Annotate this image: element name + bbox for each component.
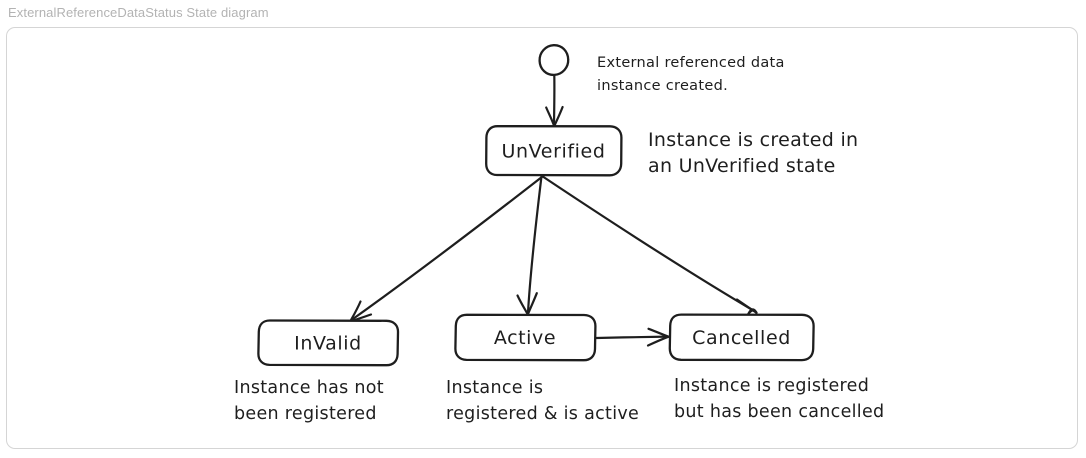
edge-active-to-cancelled bbox=[595, 327, 670, 347]
unverified-annotation-line1: Instance is created in bbox=[648, 129, 858, 151]
unverified-annotation-line2: an UnVerified state bbox=[648, 155, 836, 177]
active-label: Active bbox=[494, 327, 556, 349]
invalid-label: InValid bbox=[294, 333, 362, 355]
cancelled-annotation-line2: but has been cancelled bbox=[674, 402, 884, 422]
cancelled-annotation-line1: Instance is registered bbox=[674, 376, 869, 396]
invalid-box bbox=[257, 319, 400, 367]
state-node-unverified[interactable]: UnVerified bbox=[485, 125, 623, 177]
edge-unverified-to-invalid bbox=[349, 175, 544, 323]
cancelled-label: Cancelled bbox=[692, 327, 791, 349]
invalid-annotation-line1: Instance has not bbox=[234, 378, 384, 398]
state-node-invalid[interactable]: InValid bbox=[257, 319, 400, 367]
state-node-active[interactable]: Active bbox=[454, 313, 597, 362]
edge-unverified-to-active bbox=[516, 175, 543, 316]
unverified-box bbox=[485, 125, 623, 177]
active-box bbox=[454, 313, 597, 362]
diagram-frame bbox=[6, 27, 1078, 449]
start-node[interactable] bbox=[538, 44, 570, 77]
start-annotation-line1: External referenced data bbox=[597, 55, 785, 71]
active-annotation-line2: registered & is active bbox=[446, 404, 639, 424]
edge-start-to-unverified bbox=[545, 74, 564, 128]
start-annotation-line2: instance created. bbox=[597, 78, 728, 94]
start-circle bbox=[538, 44, 570, 77]
state-node-cancelled[interactable]: Cancelled bbox=[668, 313, 815, 362]
page-title: ExternalReferenceDataStatus State diagra… bbox=[8, 5, 269, 20]
active-annotation-line1: Instance is bbox=[446, 378, 543, 398]
edge-unverified-to-cancelled bbox=[540, 174, 758, 321]
invalid-annotation-line2: been registered bbox=[234, 404, 377, 424]
unverified-label: UnVerified bbox=[502, 141, 606, 163]
cancelled-box bbox=[668, 313, 815, 362]
